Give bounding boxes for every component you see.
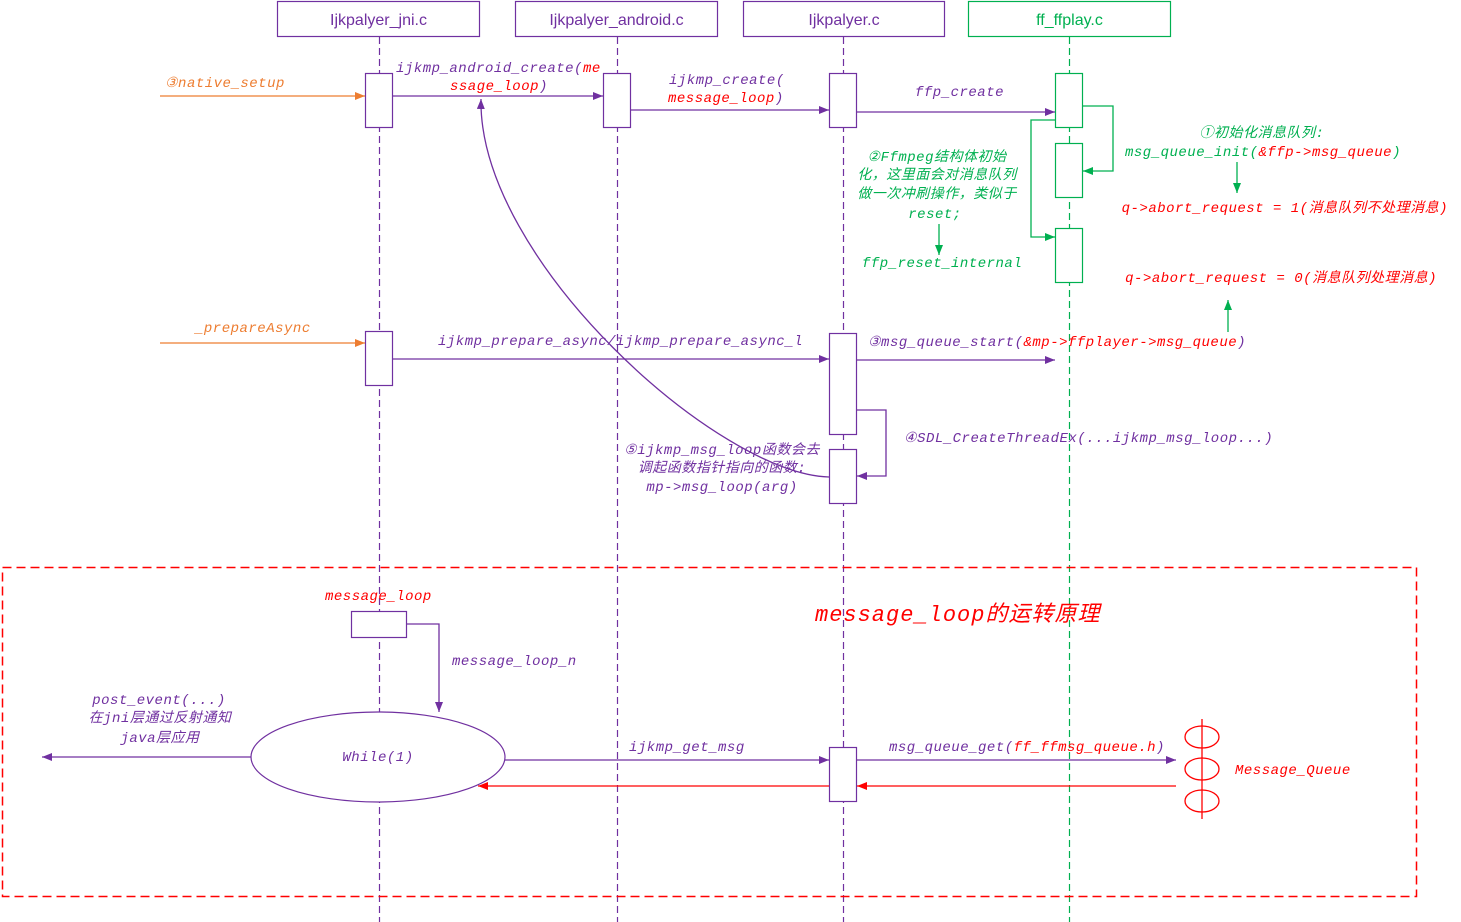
label-queue-get-close: ) (1156, 740, 1165, 756)
label-message-queue: Message_Queue (1235, 763, 1351, 779)
activation-ijkplayer-msg-loop (828, 448, 858, 505)
label-prepare-async: ijkmp_prepare_async/ijkmp_prepare_async_… (438, 334, 803, 350)
label-ijkmp-create-arg: message_loop (668, 91, 775, 107)
label-android-create-fn: ijkmp_android_create( (396, 61, 583, 77)
label-post-event-line2: 在jni层通过反射通知 (89, 710, 233, 727)
note-reset-line3: 做一次冲刷操作，类似于 (857, 186, 1017, 203)
label-queue-get: msg_queue_get(ff_ffmsg_queue.h) (889, 740, 1165, 756)
label-get-msg: ijkmp_get_msg (629, 740, 745, 756)
header-android-box (514, 0, 719, 38)
label-ijkmp-create-line2: message_loop) (668, 91, 784, 107)
label-ffp-reset-internal: ffp_reset_internal (862, 256, 1022, 272)
label-android-create-arg-end: ssage_loop (450, 79, 539, 95)
label-msg-queue-start-fn: ③msg_queue_start( (868, 335, 1023, 351)
header-android: Ijkpalyer_android.c (514, 0, 719, 38)
label-android-create-line1: ijkmp_android_create(me (396, 61, 601, 77)
label-abort-request-0: q->abort_request = 0(消息队列处理消息) (1125, 270, 1437, 287)
label-queue-get-fn: msg_queue_get( (889, 740, 1014, 756)
label-post-event-line3: java层应用 (119, 730, 201, 747)
label-while-loop: While(1) (342, 750, 413, 766)
header-ijkplayer-title: Ijkpalyer.c (808, 12, 879, 29)
label-msg-queue-init-arg: &ffp->msg_queue (1259, 145, 1393, 161)
note-reset-line4: reset; (908, 207, 961, 223)
note-msg-loop-line1: ⑤ijkmp_msg_loop函数会去 (624, 442, 820, 459)
activation-ijkplayer-prepare (828, 332, 858, 436)
header-android-title: Ijkpalyer_android.c (549, 12, 683, 29)
label-message-loop-box: message_loop (325, 589, 432, 605)
header-ffplay-title: ff_ffplay.c (1036, 12, 1103, 29)
activation-ijkplayer-create (828, 72, 858, 129)
message-loop-box (350, 610, 408, 639)
header-ffplay-box (967, 0, 1172, 38)
header-jni: Ijkpalyer_jni.c (276, 0, 481, 38)
label-ffp-create: ffp_create (915, 85, 1004, 101)
note-reset-line1: ②Ffmpeg结构体初始 (868, 149, 1008, 166)
arrow-create-thread-self (857, 409, 887, 480)
label-android-create-close: ) (539, 79, 548, 95)
label-ijkmp-create-fn: ijkmp_create( (669, 73, 785, 89)
label-android-create-line2: ssage_loop) (450, 79, 548, 95)
label-prepare-async-entry: _prepareAsync (193, 321, 311, 337)
note-queue-init: ①初始化消息队列: (1200, 125, 1325, 142)
label-message-loop-n: message_loop_n (452, 654, 577, 670)
label-msg-queue-init: msg_queue_init(&ffp->msg_queue) (1125, 145, 1401, 161)
activation-android-create (602, 72, 632, 129)
note-reset-line2: 化，这里面会对消息队列 (857, 167, 1018, 184)
message-loop-frame (1, 566, 1418, 898)
header-jni-box (276, 0, 481, 38)
activation-ffplay-create (1054, 72, 1084, 129)
note-msg-loop-line2: 调起函数指针指向的函数: (638, 460, 806, 477)
label-queue-get-file: ff_ffmsg_queue.h (1014, 740, 1156, 756)
header-ijkplayer-box (742, 0, 946, 38)
loop-section-title: message_loop的运转原理 (815, 602, 1102, 628)
arrow-queue-init-self (1083, 105, 1114, 175)
activation-ffplay-reset (1054, 227, 1084, 284)
activation-ijkplayer-get-msg (828, 746, 858, 803)
label-create-thread: ④SDL_CreateThreadEx(...ijkmp_msg_loop...… (904, 431, 1273, 447)
label-android-create-arg-start: me (583, 61, 601, 77)
arrow-reset-self (1030, 119, 1055, 241)
label-msg-queue-start-close: ) (1237, 335, 1246, 351)
label-msg-queue-start-arg: &mp->ffplayer->msg_queue (1023, 335, 1237, 351)
header-jni-title: Ijkpalyer_jni.c (330, 12, 427, 29)
activation-ffplay-queue-init (1054, 142, 1084, 199)
activation-jni-prepare (364, 330, 394, 387)
label-msg-queue-init-close: ) (1392, 145, 1401, 161)
message-queue-symbol (1184, 719, 1220, 819)
label-msg-queue-init-fn: msg_queue_init( (1125, 145, 1259, 161)
label-native-setup: ③native_setup (165, 76, 285, 92)
label-abort-request-1: q->abort_request = 1(消息队列不处理消息) (1122, 200, 1448, 217)
label-ijkmp-create-close: ) (775, 91, 784, 107)
label-post-event-line1: post_event(...) (91, 693, 226, 709)
label-msg-queue-start: ③msg_queue_start(&mp->ffplayer->msg_queu… (868, 335, 1246, 351)
header-ffplay: ff_ffplay.c (967, 0, 1172, 38)
activation-jni-setup (364, 72, 394, 129)
header-ijkplayer: Ijkpalyer.c (742, 0, 946, 38)
arrow-message-loop-n (406, 623, 443, 712)
arrow-msg-loop-callback (476, 98, 830, 478)
note-msg-loop-line3: mp->msg_loop(arg) (646, 480, 797, 496)
